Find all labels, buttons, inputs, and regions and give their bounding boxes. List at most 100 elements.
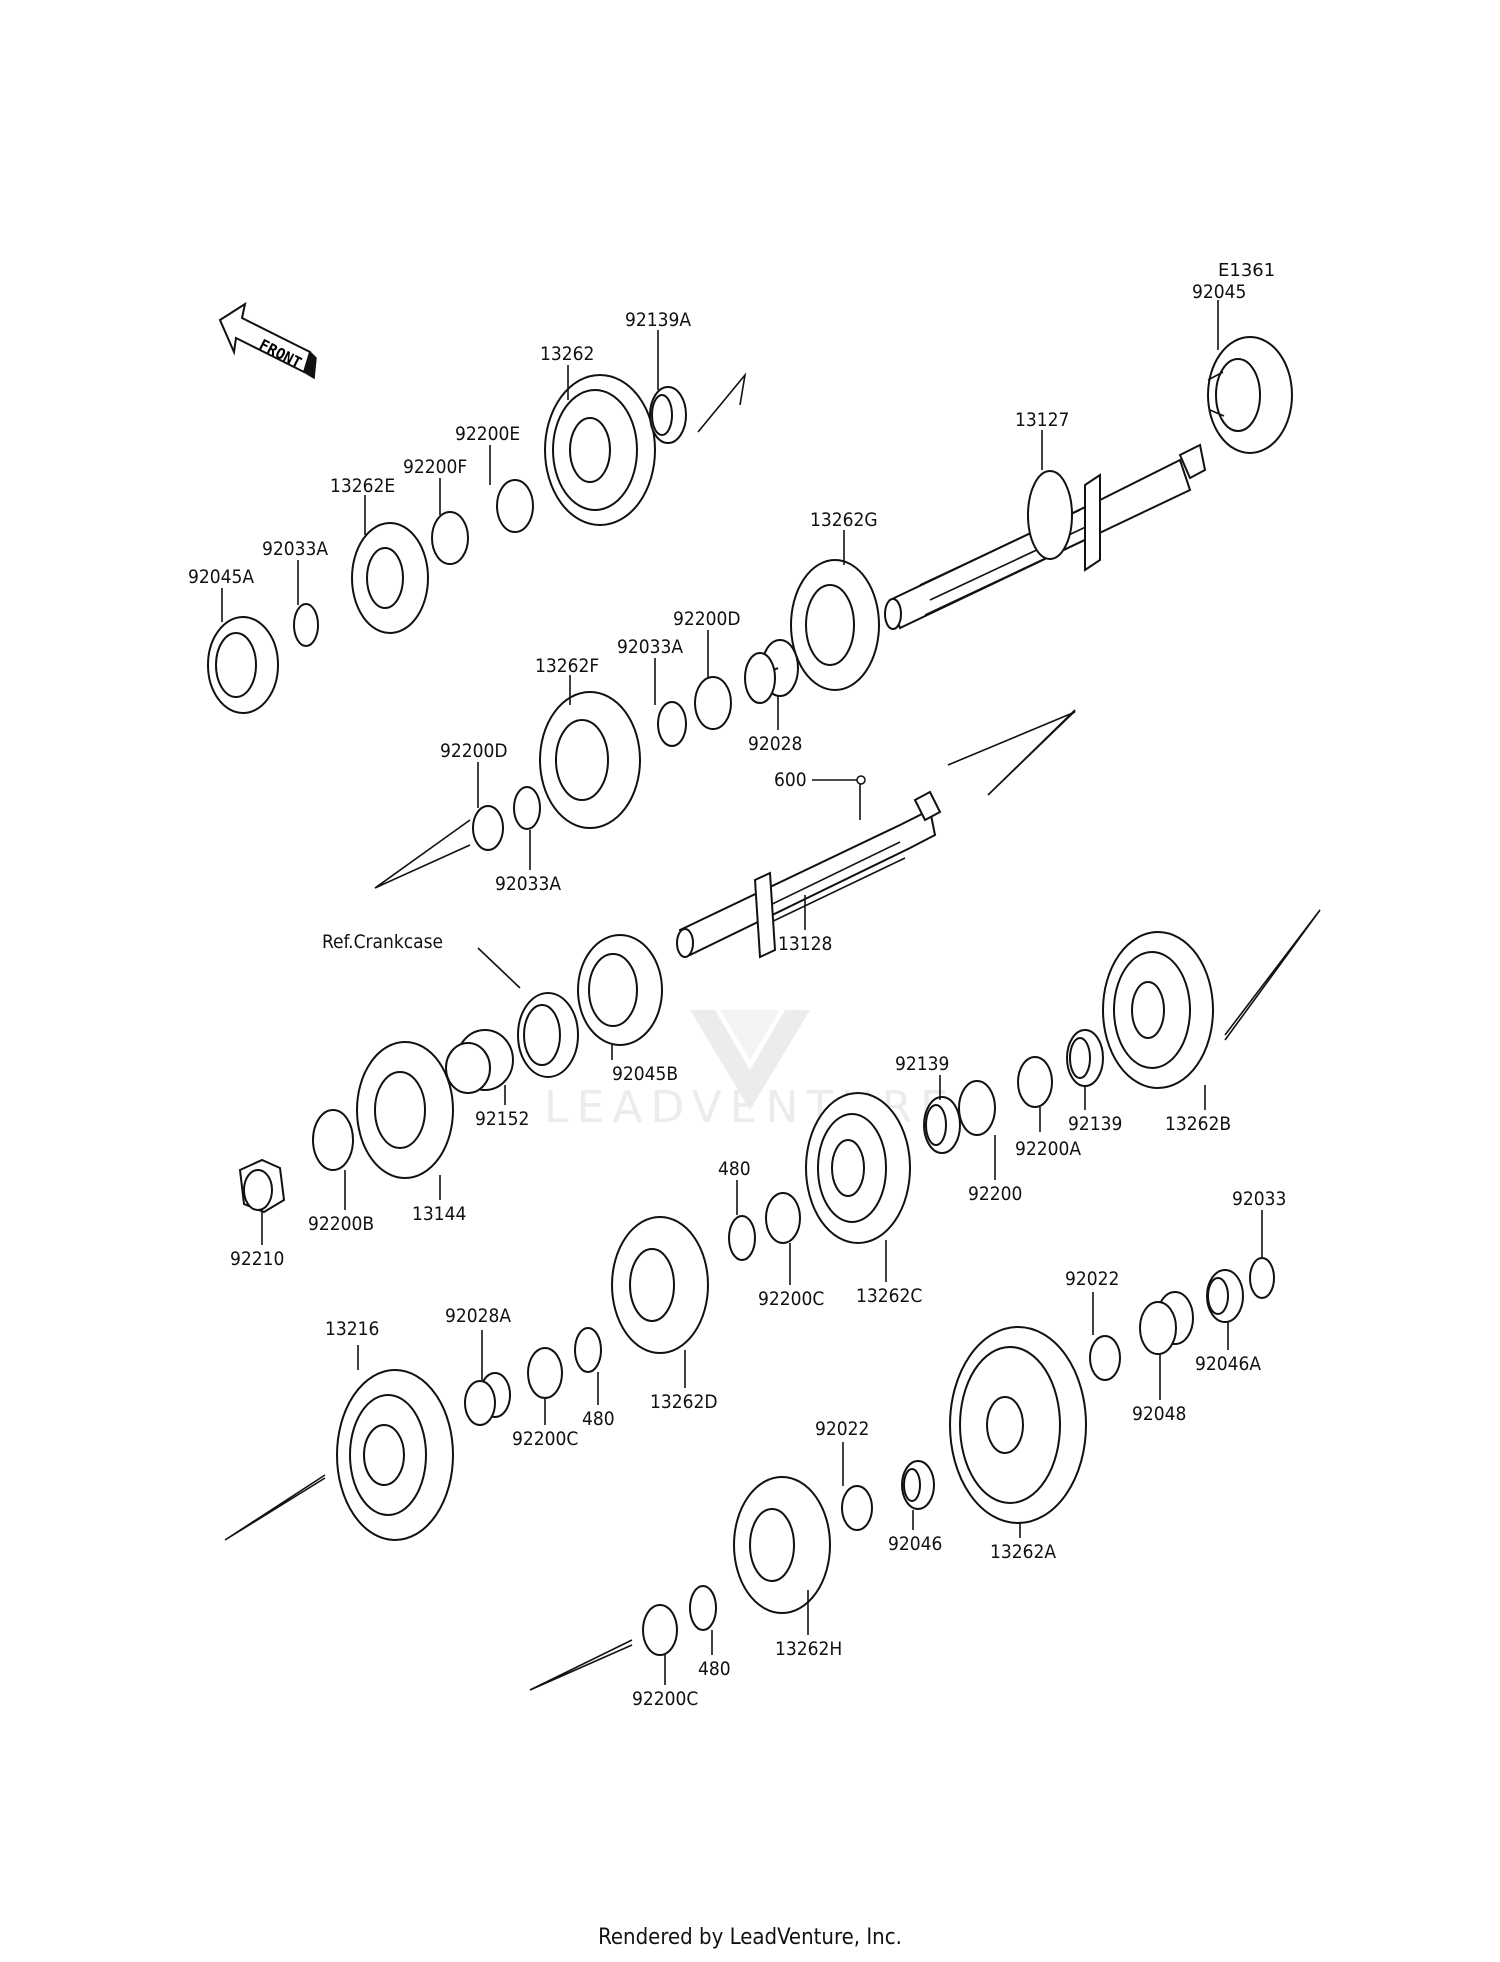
label-13262H: 13262H	[775, 1638, 842, 1660]
circlip-92033	[1249, 1257, 1275, 1299]
washer-92022-a	[1089, 1335, 1121, 1381]
label-13262B: 13262B	[1165, 1113, 1231, 1135]
label-92139A: 92139A	[625, 309, 691, 331]
washer-92200C-c	[642, 1604, 678, 1656]
label-92022-a: 92022	[1065, 1268, 1119, 1290]
collar-92152	[445, 1029, 514, 1094]
label-13262A: 13262A	[990, 1541, 1056, 1563]
circlip-480-a	[728, 1215, 756, 1261]
shaft-13128	[676, 790, 942, 959]
needle-bearing-92046A	[1206, 1269, 1244, 1323]
leader-lines	[221, 300, 1263, 1685]
label-92200D-top: 92200D	[673, 608, 741, 630]
label-92033A-low: 92033A	[495, 873, 561, 895]
label-13262G: 13262G	[810, 509, 878, 531]
gear-13216	[336, 1369, 454, 1541]
washer-92200F	[431, 511, 469, 565]
label-92200A: 92200A	[1015, 1138, 1081, 1160]
gear-13262E	[351, 522, 429, 634]
label-ref-crankcase: Ref.Crankcase	[322, 931, 443, 953]
label-92139-b: 92139	[1068, 1113, 1122, 1135]
circlip-92033A-low	[513, 786, 541, 830]
washer-92022-b	[841, 1485, 873, 1531]
footer-credit: Rendered by LeadVenture, Inc.	[598, 1925, 902, 1950]
label-92046A: 92046A	[1195, 1353, 1261, 1375]
label-13216: 13216	[325, 1318, 379, 1340]
washer-92200C-b	[527, 1347, 563, 1399]
bearing-92045A	[207, 616, 279, 714]
label-92045A: 92045A	[188, 566, 254, 588]
label-13128: 13128	[778, 933, 832, 955]
circlip-92033A-mid	[657, 701, 687, 747]
washer-92200E	[496, 479, 534, 533]
washer-92200D-left	[472, 805, 504, 851]
bushing-92028	[744, 639, 799, 704]
bearing-92045B	[577, 934, 663, 1046]
label-13262C: 13262C	[856, 1285, 922, 1307]
label-92033A-top: 92033A	[262, 538, 328, 560]
bushing-92048	[1139, 1291, 1194, 1355]
label-92139-a: 92139	[895, 1053, 949, 1075]
label-13262D: 13262D	[650, 1391, 718, 1413]
label-92033A-mid: 92033A	[617, 636, 683, 658]
diagram-reference-code: E1361	[1218, 260, 1276, 281]
label-92028: 92028	[748, 733, 802, 755]
assembly-axis-lines	[224, 372, 1321, 1691]
label-92200B: 92200B	[308, 1213, 374, 1235]
washer-92200C-a	[765, 1192, 801, 1244]
label-92200C-c: 92200C	[632, 1688, 698, 1710]
label-92200F: 92200F	[403, 456, 467, 478]
label-13262E: 13262E	[330, 475, 395, 497]
label-92028A: 92028A	[445, 1305, 511, 1327]
gear-13262C	[805, 1092, 911, 1244]
needle-bearing-92139A	[649, 386, 687, 444]
label-92200E: 92200E	[455, 423, 520, 445]
gear-13262B	[1102, 931, 1214, 1089]
washer-92200	[958, 1080, 996, 1136]
needle-bearing-92139-b	[923, 1096, 961, 1154]
label-92210: 92210	[230, 1248, 284, 1270]
gear-13262H	[733, 1476, 831, 1614]
washer-92200D-top	[694, 676, 732, 730]
needle-bearing-92046	[901, 1460, 935, 1510]
gear-13262F	[539, 691, 641, 829]
label-92033: 92033	[1232, 1188, 1286, 1210]
circlip-480-b	[574, 1327, 602, 1373]
circlip-92033A-top	[293, 603, 319, 647]
gear-13262D	[611, 1216, 709, 1354]
label-92048: 92048	[1132, 1403, 1186, 1425]
marker-600	[856, 775, 866, 785]
label-480-a: 480	[718, 1158, 751, 1180]
label-92046: 92046	[888, 1533, 942, 1555]
label-480-b: 480	[582, 1408, 615, 1430]
gear-13262A	[949, 1326, 1087, 1524]
label-13262F: 13262F	[535, 655, 599, 677]
label-92022-b: 92022	[815, 1418, 869, 1440]
label-92045: 92045	[1192, 281, 1246, 303]
label-92045B: 92045B	[612, 1063, 678, 1085]
shaft-13127	[884, 443, 1207, 630]
label-600: 600	[774, 769, 807, 791]
gear-13262G	[790, 559, 880, 691]
bushing-92028A	[464, 1372, 511, 1426]
label-92200C-a: 92200C	[758, 1288, 824, 1310]
nut-92210	[238, 1158, 286, 1214]
gear-13262	[544, 374, 656, 526]
label-13144: 13144	[412, 1203, 466, 1225]
washer-92200B	[312, 1109, 354, 1171]
label-92200C-b: 92200C	[512, 1428, 578, 1450]
sprocket-13144	[356, 1041, 454, 1179]
oil-seal-ref-crankcase	[517, 992, 579, 1078]
label-92152: 92152	[475, 1108, 529, 1130]
bearing-92045	[1207, 336, 1293, 454]
label-92200D-left: 92200D	[440, 740, 508, 762]
label-480-c: 480	[698, 1658, 731, 1680]
circlip-480-c	[689, 1585, 717, 1631]
front-arrow: FRONT	[218, 301, 317, 380]
label-13127: 13127	[1015, 409, 1069, 431]
label-92200: 92200	[968, 1183, 1022, 1205]
washer-92200A	[1017, 1056, 1053, 1108]
part-labels: 92045 13127 13262 92139A 92200E 92200F 1…	[188, 281, 1286, 1710]
label-13262: 13262	[540, 343, 594, 365]
